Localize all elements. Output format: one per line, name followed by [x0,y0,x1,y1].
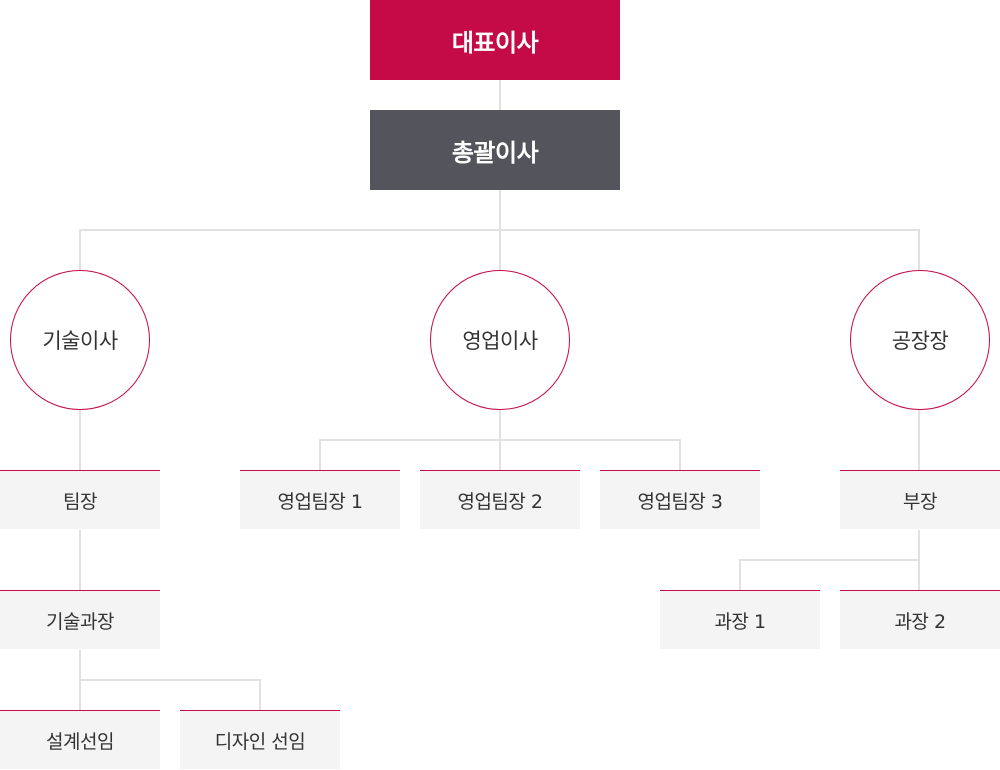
section-manager-2-label: 과장 2 [894,610,946,633]
tech-manager-label: 기술과장 [46,610,114,633]
designer-senior-label: 디자인 선임 [214,730,306,753]
connector-factory-chain [739,410,920,590]
tech-director-node: 기술이사 [10,270,150,410]
sales-team-leader-1-box: 영업팀장 1 [240,470,400,529]
team-leader-label: 팀장 [63,490,97,513]
sales-team-leader-1-label: 영업팀장 1 [277,490,363,513]
ceo-box: 대표이사 [370,0,620,80]
connector-gm-directors [79,190,920,270]
sales-director-node: 영업이사 [430,270,570,410]
general-manager-box: 총괄이사 [370,110,620,190]
general-manager-label: 총괄이사 [451,138,539,167]
team-leader-box: 팀장 [0,470,160,529]
deputy-manager-box: 부장 [840,470,1000,529]
sales-team-leader-2-label: 영업팀장 2 [457,490,543,513]
sales-team-leader-3-label: 영업팀장 3 [637,490,723,513]
section-manager-1-box: 과장 1 [660,590,820,649]
factory-manager-node: 공장장 [850,270,990,410]
sales-team-leader-2-box: 영업팀장 2 [420,470,580,529]
tech-manager-box: 기술과장 [0,590,160,649]
deputy-manager-label: 부장 [903,490,937,513]
connector-sales-teams [319,410,681,470]
designer-senior-box: 디자인 선임 [180,710,340,769]
design-senior-label: 설계선임 [46,730,114,753]
section-manager-1-label: 과장 1 [714,610,766,633]
ceo-label: 대표이사 [451,28,539,57]
tech-director-label: 기술이사 [42,329,118,353]
design-senior-box: 설계선임 [0,710,160,769]
factory-manager-label: 공장장 [891,329,949,353]
sales-director-label: 영업이사 [462,329,538,353]
section-manager-2-box: 과장 2 [840,590,1000,649]
sales-team-leader-3-box: 영업팀장 3 [600,470,760,529]
connector-tech-chain [79,410,261,710]
